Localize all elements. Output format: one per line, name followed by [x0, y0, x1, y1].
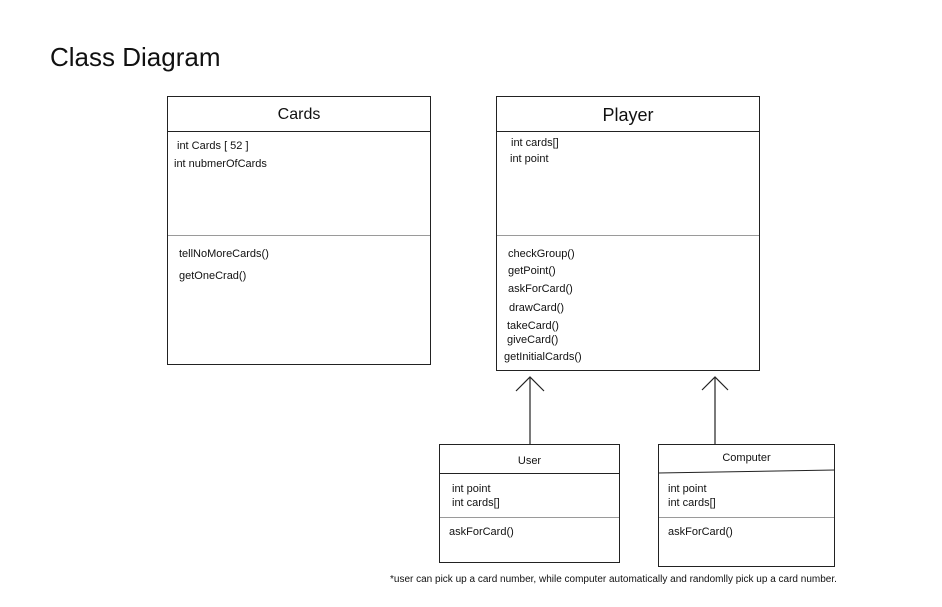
inheritance-edge-computer-player [701, 376, 729, 444]
attribute-cards: int cards[] [511, 137, 559, 149]
footnote: *user can pick up a card number, while c… [390, 574, 837, 585]
method-get-one-card: getOneCrad() [179, 270, 247, 282]
class-attributes-computer: int point int cards[] [659, 474, 834, 518]
class-box-cards[interactable]: Cards int Cards [ 52 ] int nubmerOfCards… [167, 96, 431, 365]
class-box-computer[interactable]: Computer int point int cards[] askForCar… [658, 444, 835, 567]
page-title: Class Diagram [50, 42, 221, 72]
class-box-player[interactable]: Player int cards[] int point checkGroup(… [496, 96, 760, 371]
attribute-point: int point [668, 483, 707, 495]
class-name-cards: Cards [168, 97, 430, 132]
class-name-player: Player [497, 97, 759, 132]
method-get-initial-cards: getInitialCards() [504, 351, 582, 363]
method-tell-no-more-cards: tellNoMoreCards() [179, 248, 269, 260]
method-ask-for-card: askForCard() [668, 526, 733, 538]
method-take-card: takeCard() [507, 320, 559, 332]
method-ask-for-card: askForCard() [508, 283, 573, 295]
class-name-user: User [440, 445, 619, 474]
method-draw-card: drawCard() [509, 302, 565, 314]
class-name-computer: Computer [722, 452, 771, 464]
attribute-cards: int cards[] [452, 497, 500, 509]
attribute-point: int point [510, 153, 549, 165]
computer-header-divider [657, 469, 836, 474]
method-get-point: getPoint() [508, 265, 556, 277]
method-check-group: checkGroup() [508, 248, 575, 260]
class-box-user[interactable]: User int point int cards[] askForCard() [439, 444, 620, 563]
class-attributes-user: int point int cards[] [440, 474, 619, 518]
class-attributes-cards: int Cards [ 52 ] int nubmerOfCards [168, 132, 430, 236]
attribute-cards-array: int Cards [ 52 ] [177, 140, 249, 152]
method-give-card: giveCard() [507, 334, 559, 346]
attribute-cards: int cards[] [668, 497, 716, 509]
attribute-point: int point [452, 483, 491, 495]
method-ask-for-card: askForCard() [449, 526, 514, 538]
attribute-number-of-cards: int nubmerOfCards [174, 158, 267, 170]
inheritance-edge-user-player [515, 376, 545, 444]
class-attributes-player: int cards[] int point [497, 132, 759, 236]
